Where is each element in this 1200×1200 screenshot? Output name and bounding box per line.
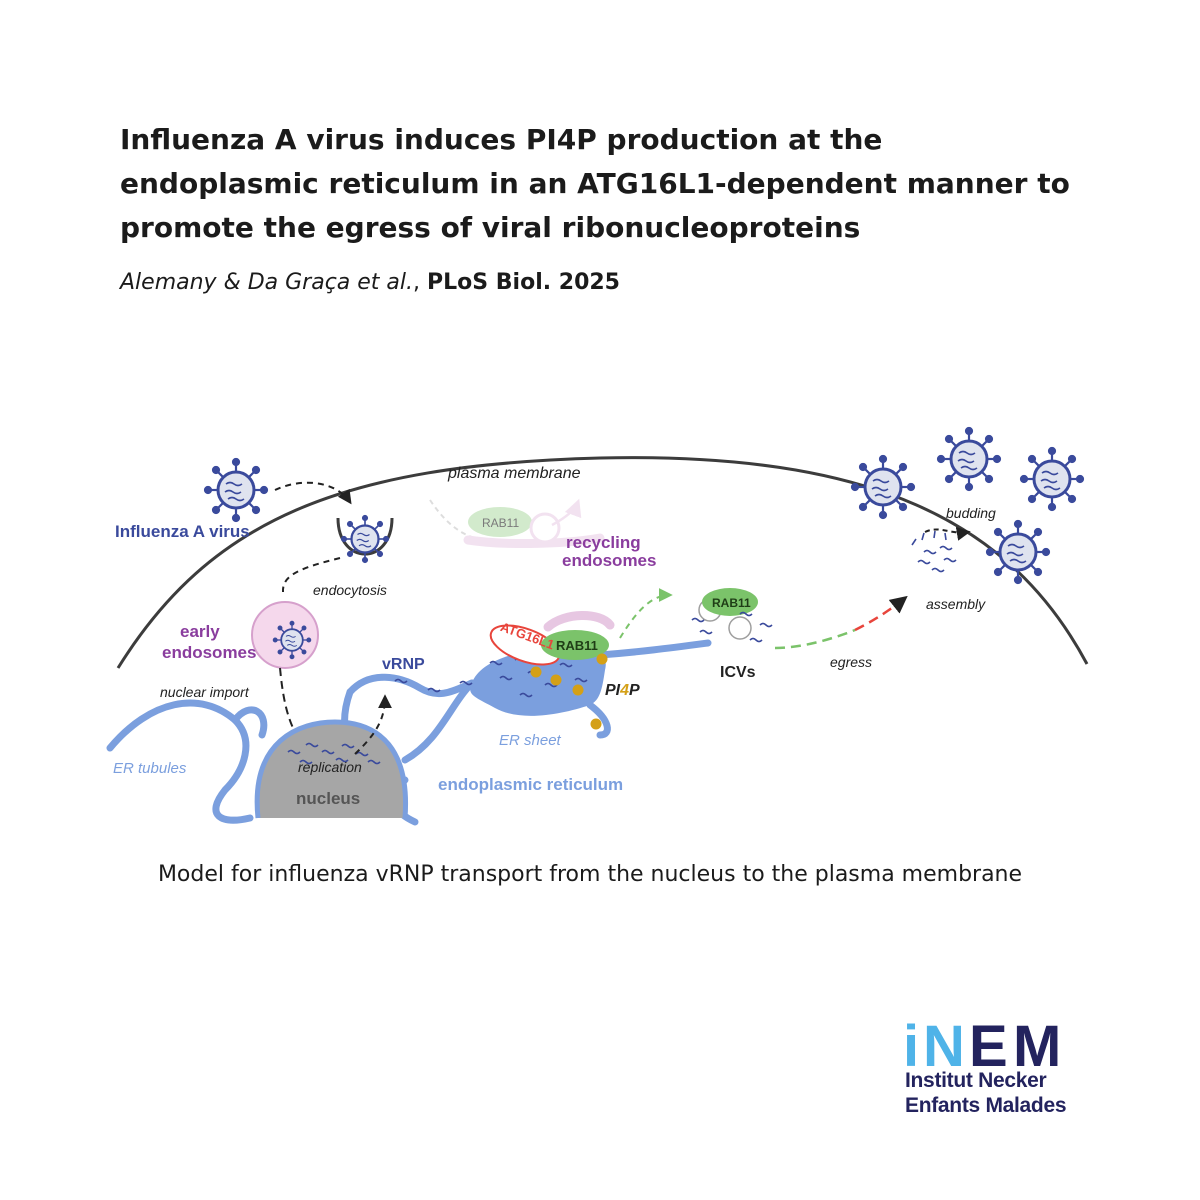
label-vrnp: vRNP	[382, 656, 425, 673]
citation: Alemany & Da Graça et al., PLoS Biol. 20…	[120, 270, 620, 295]
label-endocytosis: endocytosis	[313, 582, 387, 598]
logo-line-2: Enfants Malades	[905, 1094, 1067, 1117]
label-budding: budding	[946, 505, 996, 521]
label-early-endosomes-2: endosomes	[162, 643, 256, 662]
endocytosis-arrow	[281, 557, 341, 593]
label-rab11-er: RAB11	[556, 638, 598, 653]
egress-arrow-red	[854, 595, 908, 632]
label-early-endosomes-1: early	[180, 622, 220, 641]
label-er-tubules: ER tubules	[113, 760, 187, 777]
influenza-virion	[203, 457, 269, 523]
title-line-2: endoplasmic reticulum in an ATG16L1-depe…	[120, 167, 1070, 200]
icv-cluster	[691, 588, 773, 643]
budding-arrow	[924, 526, 971, 541]
logo-line-1: Institut Necker	[905, 1069, 1047, 1092]
title-line-3: promote the egress of viral ribonucleopr…	[120, 211, 861, 244]
nuclear-import-arrow	[279, 667, 305, 748]
export-arrow	[354, 694, 392, 755]
recycling-endosome-membrane	[543, 611, 615, 632]
er-sheet	[470, 645, 606, 716]
label-recycling-2: endosomes	[562, 551, 656, 570]
label-recycling-1: recycling	[566, 533, 641, 552]
label-nucleus: nucleus	[296, 789, 360, 808]
svg-text:i: i	[903, 1015, 919, 1067]
label-rab11-recycling: RAB11	[482, 516, 519, 530]
rab11-er	[541, 630, 609, 660]
egress-arrow-green	[774, 628, 856, 650]
svg-text:N: N	[923, 1015, 965, 1067]
label-replication: replication	[298, 759, 362, 775]
figure-caption: Model for influenza vRNP transport from …	[157, 862, 1023, 887]
label-nuclear-import: nuclear import	[160, 684, 250, 700]
nucleus	[257, 722, 406, 818]
entry-arrow	[274, 481, 352, 505]
label-egress: egress	[830, 654, 872, 670]
journal: PLoS Biol. 2025	[427, 270, 620, 295]
svg-text:M: M	[1013, 1015, 1061, 1067]
inem-logo-mark: i N E M	[903, 1015, 1061, 1067]
pi4p-markers	[530, 653, 608, 730]
label-assembly: assembly	[926, 596, 986, 612]
svg-text:E: E	[969, 1015, 1008, 1067]
label-icvs: ICVs	[720, 664, 756, 681]
label-endoplasmic-reticulum: endoplasmic reticulum	[438, 775, 623, 794]
label-influenza-virus: Influenza A virus	[115, 522, 250, 541]
transport-arrow	[619, 588, 673, 639]
title-line-1: Influenza A virus induces PI4P productio…	[120, 123, 883, 156]
authors: Alemany & Da Graça et al.	[120, 270, 414, 295]
inem-logo: i N E M Institut Necker Enfants Malades	[903, 1015, 1083, 1117]
label-plasma-membrane: plasma membrane	[447, 465, 581, 482]
assembly-site	[911, 530, 957, 573]
label-pi4p: PI4P	[605, 682, 640, 699]
label-rab11-icv: RAB11	[712, 596, 751, 610]
citation-separator: ,	[413, 270, 428, 295]
recycling-endosomes	[429, 498, 605, 549]
paper-title: Influenza A virus induces PI4P productio…	[120, 118, 1100, 250]
label-er-sheet: ER sheet	[499, 732, 562, 749]
